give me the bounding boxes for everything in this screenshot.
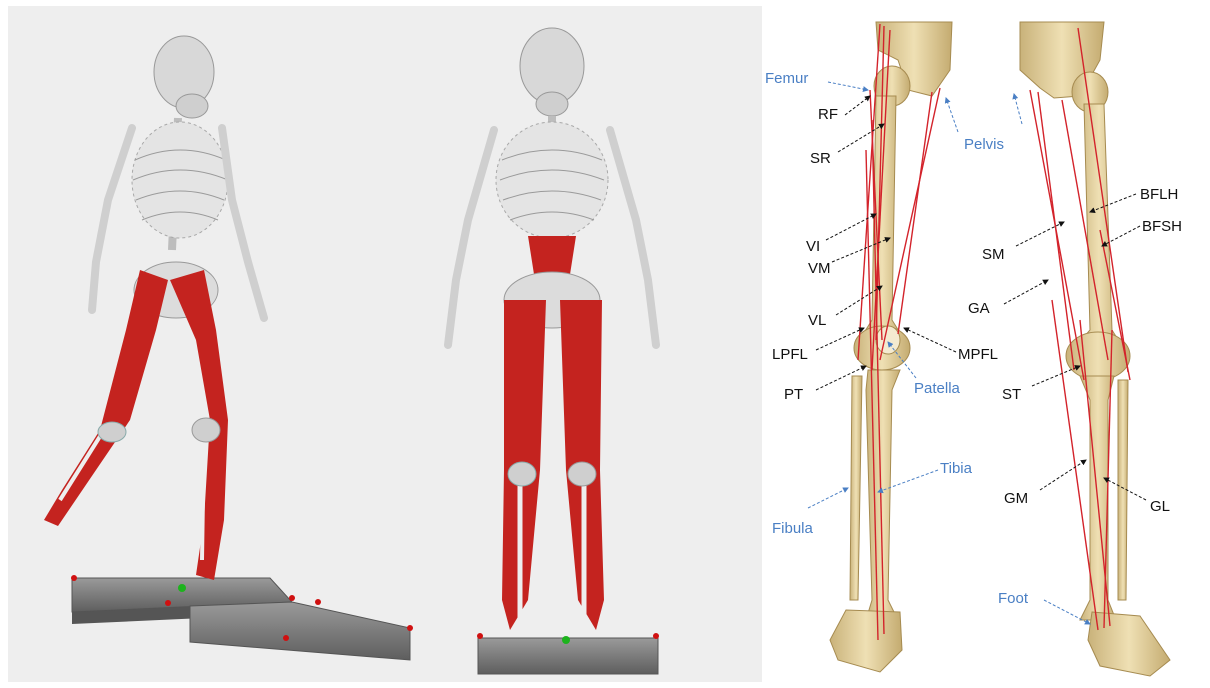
label-foot: Foot bbox=[998, 590, 1028, 608]
label-tibia: Tibia bbox=[940, 460, 972, 478]
label-vl: VL bbox=[808, 312, 826, 330]
label-bflh: BFLH bbox=[1140, 186, 1178, 204]
label-vi: VI bbox=[806, 238, 820, 256]
center-of-pressure-marker bbox=[178, 584, 186, 592]
label-ga: GA bbox=[968, 300, 990, 318]
standing-model bbox=[448, 28, 659, 674]
label-patella: Patella bbox=[914, 380, 960, 398]
label-sr: SR bbox=[810, 150, 831, 168]
anterior-leg-diagram bbox=[830, 22, 952, 672]
label-lpfl: LPFL bbox=[772, 346, 808, 364]
right-arm bbox=[222, 128, 264, 318]
walking-model bbox=[44, 36, 413, 660]
posterior-leg-diagram bbox=[1020, 22, 1170, 676]
label-vm: VM bbox=[808, 260, 831, 278]
rib-cage-front bbox=[496, 122, 608, 238]
knee-posterior bbox=[1066, 332, 1130, 380]
fibula-anterior bbox=[850, 376, 862, 600]
label-fibula: Fibula bbox=[772, 520, 813, 538]
rear-leg-muscles bbox=[44, 270, 168, 526]
label-bfsh: BFSH bbox=[1142, 218, 1182, 236]
posterior-muscle-lines bbox=[1030, 28, 1130, 630]
label-rf: RF bbox=[818, 106, 838, 124]
label-gm: GM bbox=[1004, 490, 1028, 508]
label-sm: SM bbox=[982, 246, 1005, 264]
foot-anterior bbox=[830, 610, 902, 672]
left-arm bbox=[92, 128, 132, 310]
label-mpfl: MPFL bbox=[958, 346, 998, 364]
label-st: ST bbox=[1002, 386, 1021, 404]
patella-anterior bbox=[876, 326, 900, 354]
foot-posterior bbox=[1088, 612, 1170, 676]
label-pelvis: Pelvis bbox=[964, 136, 1004, 154]
label-gl: GL bbox=[1150, 498, 1170, 516]
label-femur: Femur bbox=[765, 70, 808, 88]
label-pt: PT bbox=[784, 386, 803, 404]
force-plate-right bbox=[190, 602, 410, 660]
rib-cage bbox=[132, 122, 228, 238]
